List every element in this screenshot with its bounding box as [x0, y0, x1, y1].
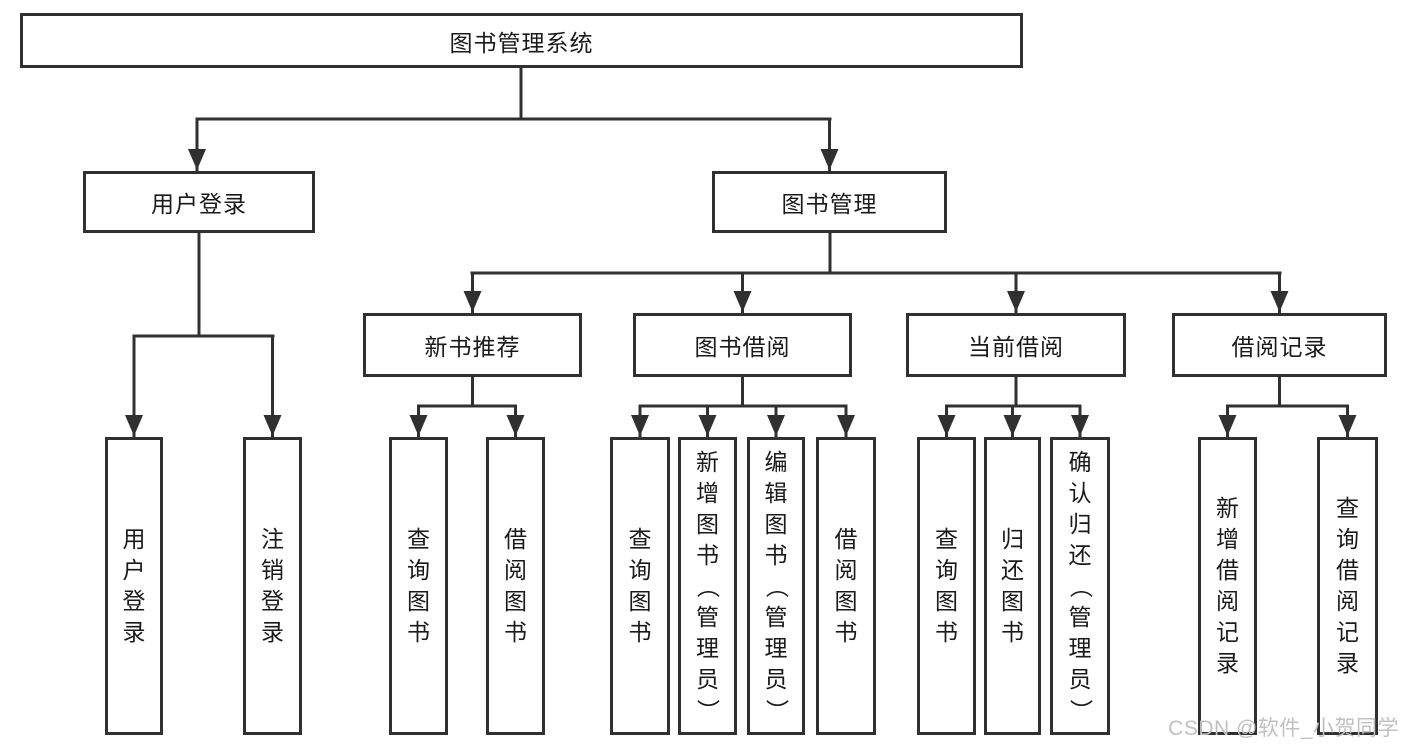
leaf-add-borrow-record: 新增借阅记录: [1198, 437, 1257, 735]
leaf-edit-book-admin: 编辑图书（管理员）: [747, 437, 805, 735]
node-borrow-records: 借阅记录: [1172, 313, 1387, 377]
leaf-user-login: 用户登录: [105, 437, 163, 735]
leaf-borrow-books-borrow: 借阅图书: [816, 437, 876, 735]
node-label: 归还图书: [1001, 526, 1024, 645]
node-label: 查询图书: [407, 526, 430, 645]
leaf-query-borrow-record: 查询借阅记录: [1317, 437, 1378, 735]
node-label: 用户登录: [122, 526, 146, 645]
node-label: 查询图书: [935, 526, 958, 645]
node-label: 当前借阅: [968, 334, 1064, 360]
leaf-logout: 注销登录: [243, 437, 302, 735]
node-current-borrow: 当前借阅: [906, 313, 1126, 377]
node-book-borrow: 图书借阅: [633, 313, 852, 377]
node-label: 新书推荐: [424, 334, 521, 360]
node-label: 图书管理系统: [449, 29, 594, 56]
leaf-query-books-borrow: 查询图书: [610, 437, 670, 735]
watermark: CSDN @软件_小贺同学: [1168, 717, 1399, 740]
node-label: 查询借阅记录: [1336, 495, 1359, 676]
node-label: 借阅图书: [504, 526, 527, 645]
leaf-borrow-books-recommend: 借阅图书: [486, 437, 545, 735]
leaf-query-books-current: 查询图书: [917, 437, 976, 735]
node-label: 图书借阅: [694, 334, 791, 360]
node-library-management-system: 图书管理系统: [20, 13, 1023, 68]
node-label: 确认归还（管理员）: [1067, 448, 1094, 722]
node-label: 查询图书: [628, 526, 652, 645]
leaf-query-books-recommend: 查询图书: [389, 437, 448, 735]
node-label: 图书管理: [781, 191, 878, 217]
node-label: 借阅图书: [834, 526, 858, 645]
node-label: 编辑图书（管理员）: [763, 448, 790, 722]
leaf-add-book-admin: 新增图书（管理员）: [678, 437, 737, 735]
node-user-login: 用户登录: [83, 171, 315, 233]
node-label: 新增图书（管理员）: [695, 448, 721, 722]
leaf-confirm-return-admin: 确认归还（管理员）: [1050, 437, 1110, 735]
node-label: 新增借阅记录: [1216, 495, 1239, 676]
node-book-management: 图书管理: [712, 171, 947, 233]
node-label: 注销登录: [261, 526, 284, 645]
node-label: 借阅记录: [1231, 334, 1328, 360]
leaf-return-book: 归还图书: [984, 437, 1041, 735]
node-label: 用户登录: [151, 191, 247, 217]
node-new-book-recommend: 新书推荐: [363, 313, 582, 377]
